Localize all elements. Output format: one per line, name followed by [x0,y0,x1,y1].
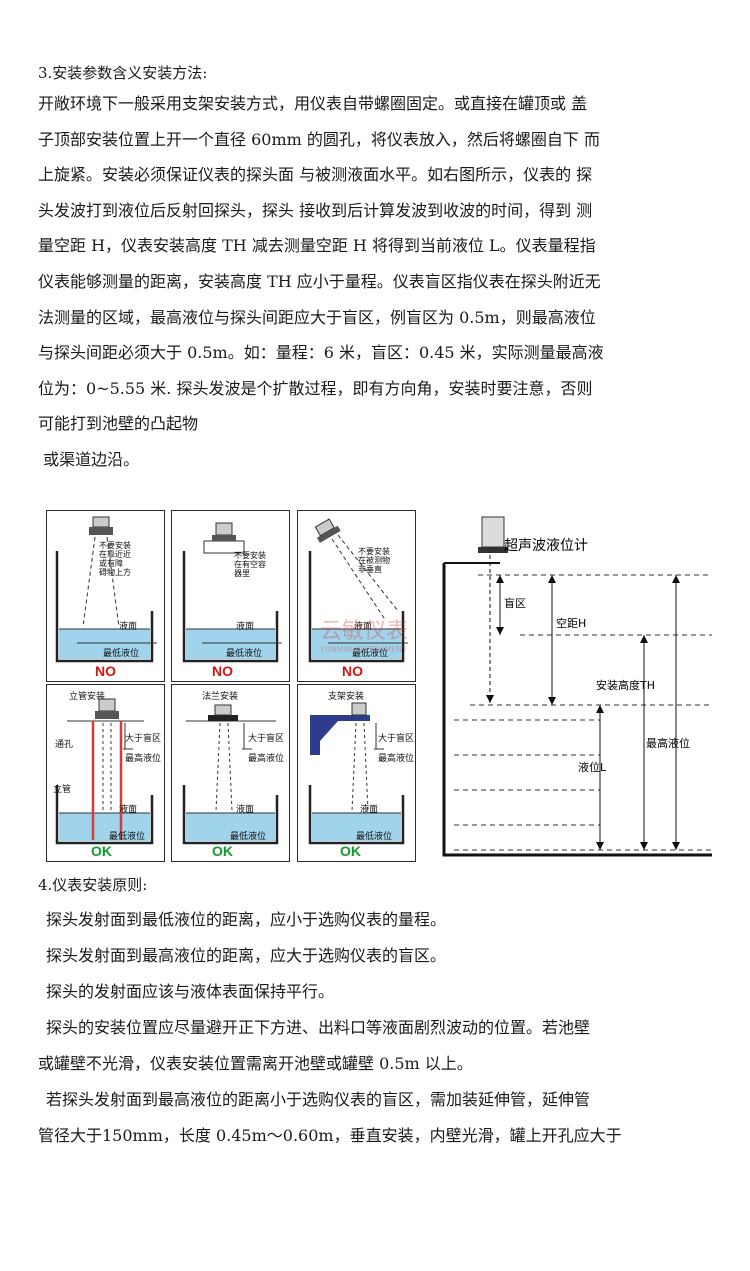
tank-illustration [55,516,157,663]
list-item: 若探头发射面到最高液位的距离小于选购仪表的盲区，需加装延伸管，延伸管 [46,1090,591,1109]
paragraph-line: 子顶部安装位置上开一个直径 60mm 的圆孔，将仪表放入，然后将螺圈自下 而 [38,129,600,149]
warning-note: 不要安装 在靠近近 或有障 碍物上方 [99,541,131,577]
status-no: NO [212,663,233,679]
paragraph-line: 开敞环境下一般采用支架安装方式，用仪表自带螺圈固定。或直接在罐顶或 盖 [38,94,588,113]
list-item: 或罐壁不光滑，仪表安装位置需离开池壁或罐壁 0.5m 以上。 [38,1054,473,1073]
list-item: 探头发射面到最低液位的距离，应小于选购仪表的量程。 [46,910,447,929]
panel-flange-ok: 法兰安装 大于盲区 最高液位 液面 最低液位 OK [171,684,290,862]
section4-list: 探头发射面到最低液位的距离，应小于选购仪表的量程。 探头发射面到最高液位的距离，… [38,902,714,1154]
install-height-label: 安装高度TH [596,679,655,692]
paragraph-line: 或渠道边沿。 [38,449,140,469]
surface-label: 液面 [119,622,138,632]
status-ok: OK [91,843,112,859]
status-ok: OK [212,843,233,859]
tank-illustration [182,522,282,663]
panel-title: 法兰安装 [202,692,239,702]
hole-label: 通孔 [55,740,74,750]
lowest-level-label: 最低液位 [109,832,146,842]
surface-label: 液面 [236,805,255,815]
section3-heading: 3.安装参数含义安装方法: [38,64,208,82]
panel-tilted-no: 不要安装 在被测物 非垂直 液面 最低液位 NO [297,510,416,682]
blind-zone-label: 盲区 [504,597,526,610]
highest-level-label: 最高液位 [125,754,162,764]
lowest-level-label: 最低液位 [352,649,389,659]
paragraph-line: 头发波打到液位后反射回探头，探头 接收到后计算发波到收波的时间，得到 测 [38,200,593,220]
lowest-level-label: 最低液位 [356,832,393,842]
tank-illustration [308,518,408,663]
max-level-label: 最高液位 [646,737,690,750]
section3-paragraph: 开敞环境下一般采用支架安装方式，用仪表自带螺圈固定。或直接在罐顶或 盖 子顶部安… [38,86,714,478]
paragraph-line: 与探头间距必须大于 0.5m。如：量程：6 米，盲区：0.45 米，实际测量最高… [38,343,604,363]
measurement-diagram: 超声波液位计 盲区 空距H 安装高度TH 液位L 最高液位 云敏仪表 YUNMI… [320,505,720,865]
panel-obstacle-no: 不要安装 在靠近近 或有障 碍物上方 液面 最低液位 NO [46,510,165,682]
section4-heading: 4.仪表安装原则: [38,876,148,894]
watermark-en: YUNMIN INSTRUMENT [320,645,408,654]
device-label: 超声波液位计 [504,538,588,554]
surface-label: 液面 [119,805,138,815]
panel-bracket-ok: 支架安装 大于盲区 最高液位 液面 最低液位 OK [297,684,416,862]
blind-zone-label: 大于盲区 [125,734,162,744]
paragraph-line: 仪表能够测量的距离，安装高度 TH 应小于量程。仪表盲区指仪表在探头附近无 [38,271,601,291]
lowest-level-label: 最低液位 [230,832,267,842]
tank-illustration [182,704,279,845]
level-label: 液位L [578,761,607,774]
paragraph-line: 可能打到池壁的凸起物 [38,414,199,434]
status-ok: OK [340,843,361,859]
tank-illustration [308,702,405,845]
paragraph-line: 法测量的区域，最高液位与探头间距应大于盲区，例盲区为 0.5m，则最高液位 [38,307,596,327]
warning-note: 不要安装 在有空容 器里 [234,551,266,578]
tank-illustration [55,698,154,845]
paragraph-line: 位为：0~5.55 米. 探头发波是个扩散过程，即有方向角，安装时要注意，否则 [38,378,593,398]
panel-title: 支架安装 [328,692,365,702]
diagram-lines [442,516,712,857]
air-gap-label: 空距H [556,617,587,630]
panel-container-no: 不要安装 在有空容 器里 液面 最低液位 NO [171,510,290,682]
list-item: 探头的安装位置应尽量避开正下方进、出料口等液面剧烈波动的位置。若池壁 [46,1018,591,1037]
blind-zone-label: 大于盲区 [248,734,285,744]
standpipe-label: 立管 [53,785,72,795]
status-no: NO [342,663,363,679]
lowest-level-label: 最低液位 [103,649,140,659]
list-item: 探头的发射面应该与液体表面保持平行。 [46,982,335,1001]
list-item: 管径大于150mm，长度 0.45m～0.60m，垂直安装，内壁光滑，罐上开孔应… [38,1126,622,1145]
warning-note: 不要安装 在被测物 非垂直 [358,547,390,574]
list-item: 探头发射面到最高液位的距离，应大于选购仪表的盲区。 [46,946,447,965]
status-no: NO [95,663,116,679]
surface-label: 液面 [354,622,373,632]
paragraph-line: 上旋紧。安装必须保证仪表的探头面 与被测液面水平。如右图所示，仪表的 探 [38,165,593,185]
highest-level-label: 最高液位 [248,754,285,764]
surface-label: 液面 [360,805,379,815]
highest-level-label: 最高液位 [378,754,415,764]
surface-label: 液面 [236,622,255,632]
blind-zone-label: 大于盲区 [378,734,415,744]
lowest-level-label: 最低液位 [226,649,263,659]
panel-title: 立管安装 [69,692,106,702]
watermark-cn: 云敏仪表 [320,619,409,644]
paragraph-line: 量空距 H，仪表安装高度 TH 减去测量空距 H 将得到当前液位 L。仪表量程指 [38,236,596,256]
panel-standpipe-ok: 立管安装 通孔 立管 大于盲区 最高液位 液面 最低液位 OK [46,684,165,862]
